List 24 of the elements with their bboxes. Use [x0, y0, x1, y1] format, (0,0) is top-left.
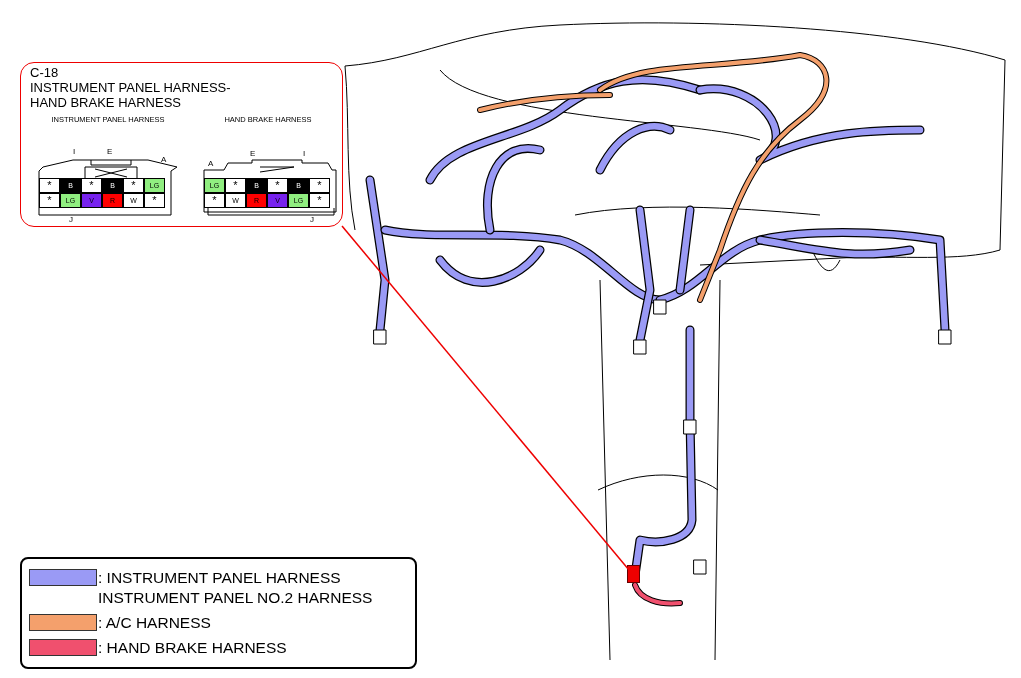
pin-letter: E: [107, 147, 113, 156]
pin-letter: E: [250, 149, 256, 158]
wire-color-cell: *: [309, 178, 330, 193]
wire-color-cell: *: [204, 193, 225, 208]
wire-color-cell: *: [309, 193, 330, 208]
wire-color-cell: *: [81, 178, 102, 193]
wire-color-cell: *: [225, 178, 246, 193]
connector-part: [627, 565, 640, 583]
wire-color-cell: *: [123, 178, 144, 193]
pin-letter: A: [208, 159, 214, 168]
legend-text: : A/C HARNESS: [98, 613, 212, 633]
leader-line: [341, 225, 630, 571]
callout-title: INSTRUMENT PANEL HARNESS- HAND BRAKE HARNESS: [30, 80, 232, 110]
pin-letter: I: [303, 149, 306, 158]
wire-color-cell: *: [267, 178, 288, 193]
callout-box: [20, 62, 343, 227]
pin-letter: I: [73, 147, 76, 156]
legend-text: : INSTRUMENT PANEL HARNESS INSTRUMENT PANEL NO.2 HARNESS: [98, 568, 374, 608]
wire-color-cell: *: [39, 193, 60, 208]
wire-color-cell: *: [39, 178, 60, 193]
legend-text: : HAND BRAKE HARNESS: [98, 638, 288, 658]
wire-color-cell: *: [144, 193, 165, 208]
pin-letter: A: [161, 155, 167, 164]
connector-code: C-18: [30, 65, 60, 80]
